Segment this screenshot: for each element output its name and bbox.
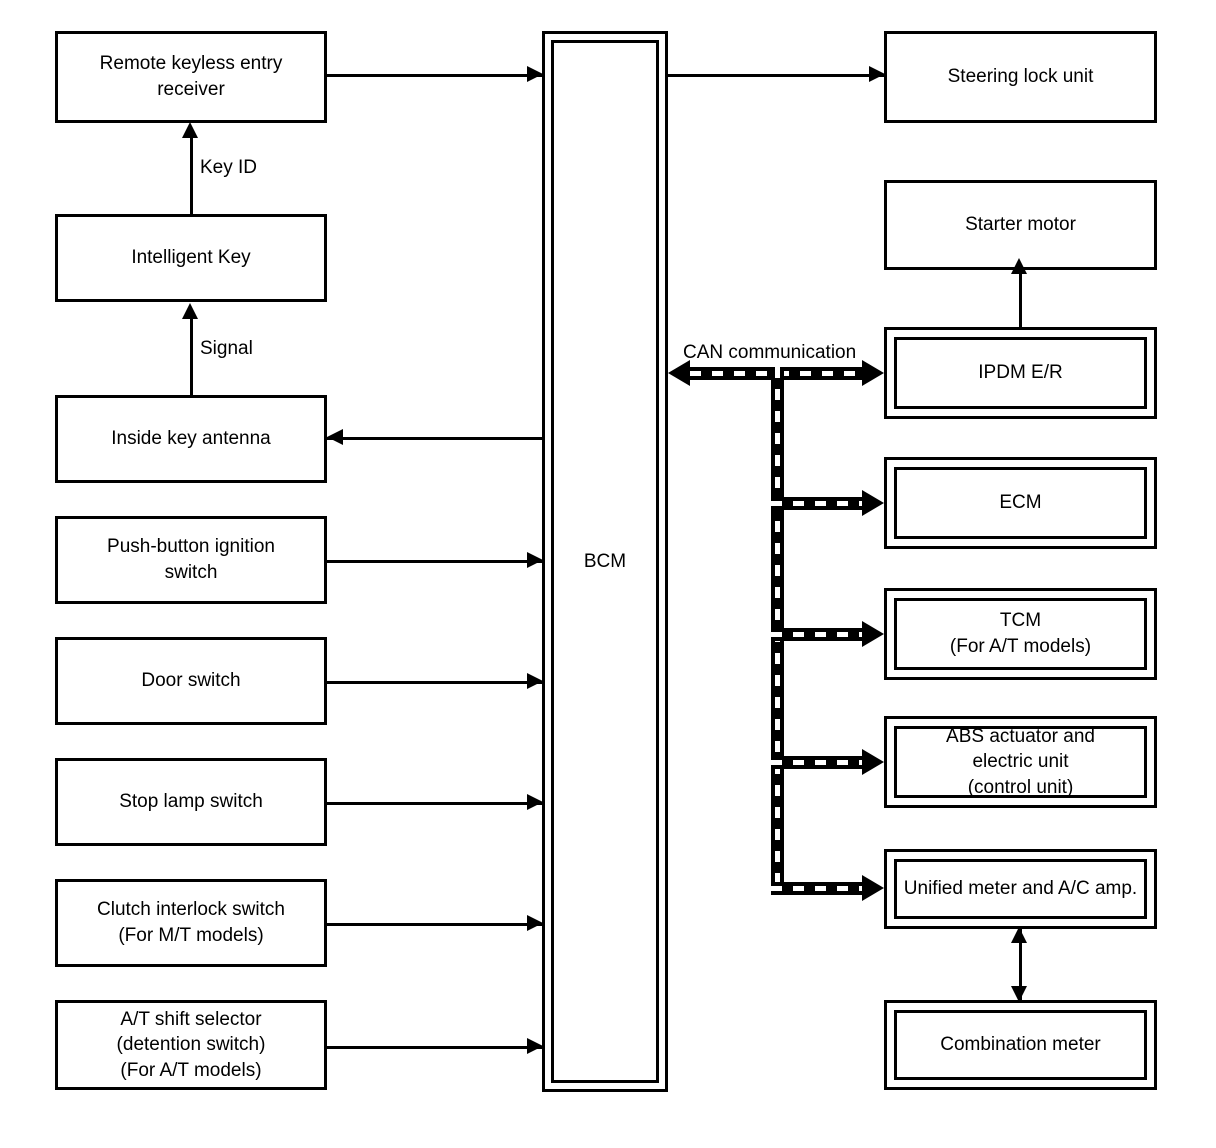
node-label: Inside key antenna — [111, 428, 271, 450]
arrowhead-right-bcm-atshift — [527, 1038, 543, 1054]
arrowhead-right-bcm-clutch — [527, 915, 543, 931]
node-label: Door switch — [141, 670, 241, 692]
edge-label-key-id: Key ID — [200, 157, 258, 178]
node-label: Push-button ignition switch — [107, 536, 275, 583]
arrowhead-right-steering — [869, 66, 885, 82]
node-inner-wall: Combination meter — [894, 1010, 1147, 1080]
connector-atshift-to-bcm — [327, 1046, 542, 1049]
node-ecm[interactable]: ECM — [884, 457, 1157, 549]
can-arrowhead-right-unified — [862, 875, 884, 901]
can-arrowhead-left-bcm — [668, 360, 690, 386]
connector-ipdm-to-starter — [1019, 270, 1022, 327]
connector-stop-to-bcm — [327, 802, 542, 805]
connector-door-to-bcm — [327, 681, 542, 684]
node-label: ABS actuator and electric unit (control … — [946, 725, 1095, 798]
node-label: BCM — [583, 550, 627, 572]
connector-bcm-to-antenna — [327, 437, 542, 440]
can-arrowhead-right-tcm — [862, 621, 884, 647]
node-label: Steering lock unit — [947, 66, 1094, 88]
node-remote-keyless-entry-receiver[interactable]: Remote keyless entry receiver — [55, 31, 327, 123]
edge-label-signal: Signal — [200, 338, 253, 359]
node-stop-lamp-switch[interactable]: Stop lamp switch — [55, 758, 327, 846]
can-branch-ecm — [771, 497, 862, 510]
can-arrowhead-right-ipdm — [862, 360, 884, 386]
can-branch-abs — [771, 756, 862, 769]
arrowhead-right-bcm-rke — [527, 66, 543, 82]
node-bcm[interactable]: BCM — [542, 31, 668, 1092]
node-starter-motor[interactable]: Starter motor — [884, 180, 1157, 270]
node-inner-wall: IPDM E/R — [894, 337, 1147, 409]
node-tcm[interactable]: TCM (For A/T models) — [884, 588, 1157, 680]
node-inner-wall: Unified meter and A/C amp. — [894, 859, 1147, 919]
node-label: A/T shift selector (detention switch) (F… — [116, 1008, 266, 1081]
node-label: Unified meter and A/C amp. — [903, 878, 1138, 900]
node-label: Intelligent Key — [131, 247, 251, 269]
node-label: IPDM E/R — [978, 362, 1063, 384]
node-label: ECM — [999, 492, 1042, 514]
node-ipdm-er[interactable]: IPDM E/R — [884, 327, 1157, 419]
node-unified-meter-ac-amp[interactable]: Unified meter and A/C amp. — [884, 849, 1157, 929]
node-push-button-ignition-switch[interactable]: Push-button ignition switch — [55, 516, 327, 604]
connector-clutch-to-bcm — [327, 923, 542, 926]
connector-unified-to-combination — [1019, 929, 1022, 1000]
connector-bcm-to-steering — [668, 74, 884, 77]
node-label: Starter motor — [965, 214, 1076, 236]
node-intelligent-key[interactable]: Intelligent Key — [55, 214, 327, 302]
bcm-inner-wall: BCM — [551, 40, 659, 1083]
arrowhead-right-bcm-stop — [527, 794, 543, 810]
node-clutch-interlock-switch[interactable]: Clutch interlock switch (For M/T models) — [55, 879, 327, 967]
node-label: Combination meter — [940, 1034, 1101, 1056]
node-inner-wall: ABS actuator and electric unit (control … — [894, 726, 1147, 798]
node-door-switch[interactable]: Door switch — [55, 637, 327, 725]
node-label: Remote keyless entry receiver — [99, 53, 283, 100]
node-inner-wall: ECM — [894, 467, 1147, 539]
node-label: Clutch interlock switch (For M/T models) — [97, 899, 285, 946]
connector-rke-to-bcm — [327, 74, 542, 77]
connector-key-id — [190, 136, 193, 214]
arrowhead-down-combination — [1011, 986, 1027, 1002]
node-label: Stop lamp switch — [119, 791, 263, 813]
can-arrowhead-right-abs — [862, 749, 884, 775]
node-abs-actuator[interactable]: ABS actuator and electric unit (control … — [884, 716, 1157, 808]
node-at-shift-selector[interactable]: A/T shift selector (detention switch) (F… — [55, 1000, 327, 1090]
connector-signal — [190, 317, 193, 395]
can-arrowhead-right-ecm — [862, 490, 884, 516]
arrowhead-right-bcm-door — [527, 673, 543, 689]
arrowhead-up-rke — [182, 122, 198, 138]
node-steering-lock-unit[interactable]: Steering lock unit — [884, 31, 1157, 123]
arrowhead-up-unified — [1011, 927, 1027, 943]
edge-label-can-communication: CAN communication — [683, 342, 857, 363]
node-inside-key-antenna[interactable]: Inside key antenna — [55, 395, 327, 483]
node-label: TCM (For A/T models) — [949, 610, 1092, 657]
node-inner-wall: TCM (For A/T models) — [894, 598, 1147, 670]
arrowhead-left-antenna — [327, 429, 343, 445]
can-branch-unified — [771, 882, 862, 895]
arrowhead-up-starter — [1011, 258, 1027, 274]
arrowhead-right-bcm-pbis — [527, 552, 543, 568]
node-combination-meter[interactable]: Combination meter — [884, 1000, 1157, 1090]
arrowhead-up-ikey — [182, 303, 198, 319]
can-branch-tcm — [771, 628, 862, 641]
connector-pbis-to-bcm — [327, 560, 542, 563]
